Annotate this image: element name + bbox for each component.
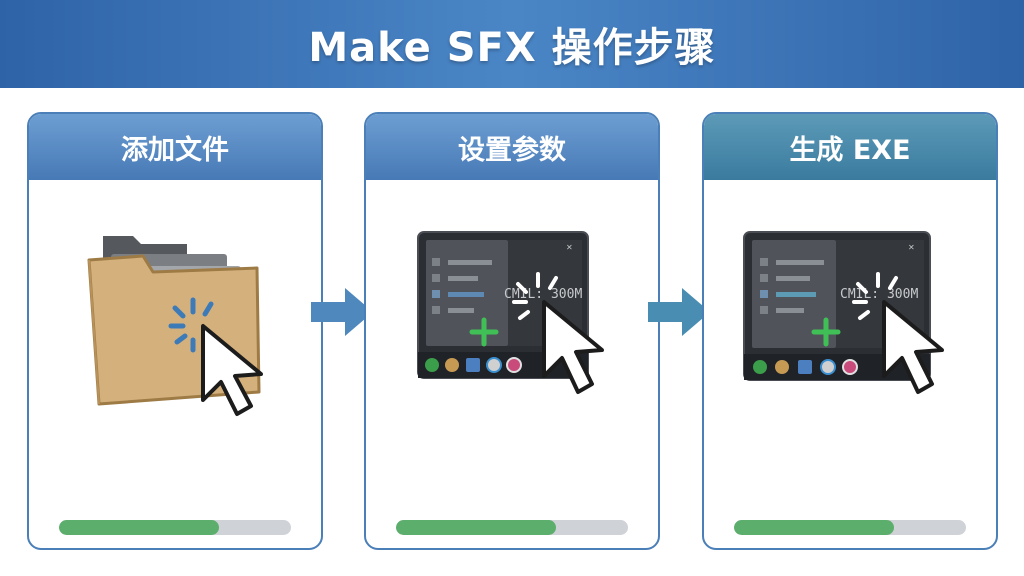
step-title: 生成 EXE (789, 134, 911, 166)
screen-readout: CMIL: 300M (840, 287, 918, 302)
step-title: 添加文件 (121, 134, 229, 166)
screen-readout: CMIL: 300M (504, 287, 582, 302)
mouse-cursor-icon (542, 300, 604, 394)
plus-icon (469, 317, 499, 347)
right-arrow-icon (648, 288, 710, 336)
step-title: 设置参数 (458, 134, 566, 166)
right-arrow-icon (311, 288, 373, 336)
plus-icon (811, 317, 841, 347)
progress-bar-top (396, 520, 628, 535)
progress-bar-top (59, 520, 291, 535)
page-title: Make SFX 操作步骤 (308, 25, 716, 71)
svg-text:✕: ✕ (566, 243, 573, 252)
step-card-set-params: 设置参数 ✕ CMIL: 300M (364, 112, 660, 550)
step-card-build-exe: 生成 EXE ✕ CMIL: 300M (702, 112, 998, 550)
step-card-add-files: 添加文件 (27, 112, 323, 550)
progress-bar-top (734, 520, 966, 535)
loading-spark-icon (852, 272, 898, 320)
svg-text:✕: ✕ (908, 243, 915, 252)
folder-illustration (87, 236, 263, 416)
settings-window-illustration: ✕ CMIL: 300M (417, 231, 604, 394)
step-header: 添加文件 (29, 114, 321, 180)
step-header: 生成 EXE (704, 114, 996, 180)
build-window-illustration: ✕ CMIL: 300M (743, 231, 944, 394)
loading-spark-icon (512, 272, 558, 320)
loading-spark-icon (168, 297, 214, 353)
mouse-cursor-icon (882, 300, 944, 394)
title-banner: Make SFX 操作步骤 (0, 0, 1024, 88)
mouse-cursor-icon (201, 324, 263, 416)
step-header: 设置参数 (366, 114, 658, 180)
